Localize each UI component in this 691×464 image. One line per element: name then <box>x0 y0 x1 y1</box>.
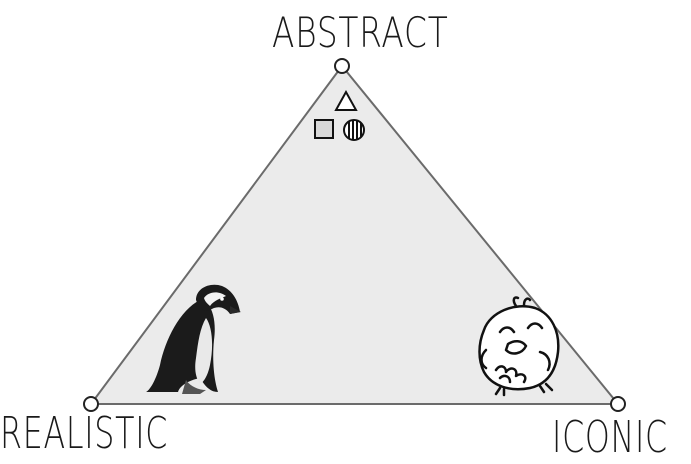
vertex-dot-iconic <box>610 396 626 412</box>
vertex-dot-realistic <box>83 396 99 412</box>
triangle-area <box>89 64 621 405</box>
vertex-label-realistic: REALISTIC <box>0 408 169 459</box>
square-shape-icon <box>314 119 334 139</box>
triangle-shape-icon <box>334 89 358 111</box>
abstract-shapes-icon <box>314 89 365 141</box>
striped-circle-icon <box>343 119 365 141</box>
cartoon-bird-icon <box>478 296 560 397</box>
vertex-dot-abstract <box>334 58 350 74</box>
vertex-label-abstract: ABSTRACT <box>272 8 449 57</box>
penguin-photo-icon <box>146 284 241 394</box>
vertex-label-iconic: ICONIC <box>552 412 668 463</box>
